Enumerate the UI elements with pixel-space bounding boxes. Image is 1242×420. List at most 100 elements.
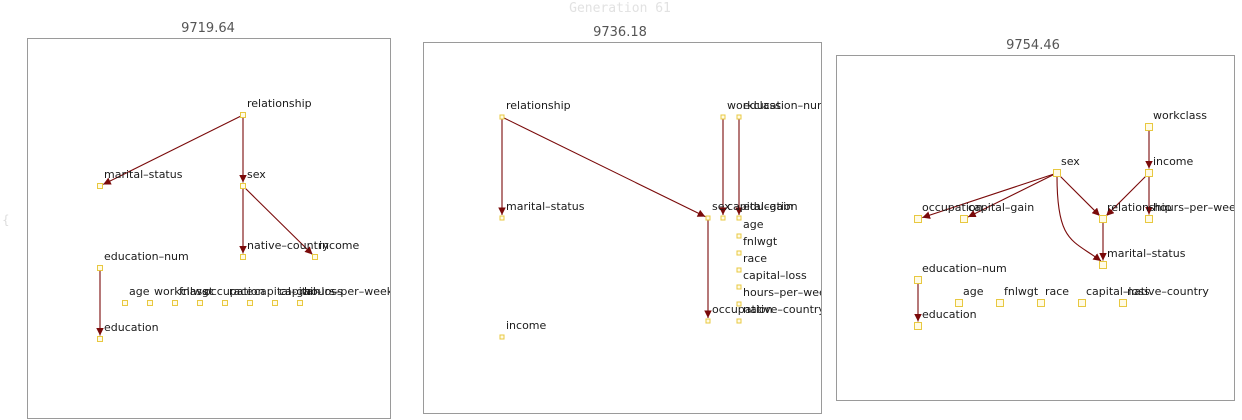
node-label-education-num: education–num xyxy=(104,250,189,263)
node-label-fnlwgt: fnlwgt xyxy=(179,285,214,298)
node-label-education-num: education–num xyxy=(922,262,1007,275)
node-label-hours-per-week: hours–per–week xyxy=(743,286,833,299)
node-label-capital-loss: capital–loss xyxy=(743,269,807,282)
node-label-fnlwgt: fnlwgt xyxy=(743,235,778,248)
node-label-workclass: workclass xyxy=(154,285,208,298)
node-education xyxy=(914,322,922,330)
edge-relationship-to-marital-status xyxy=(102,115,242,185)
node-race xyxy=(1037,299,1045,307)
node-sex xyxy=(240,183,246,189)
node-native-country xyxy=(1119,299,1127,307)
node-label-marital-status: marital–status xyxy=(1107,247,1186,260)
node-capital-gain xyxy=(960,215,968,223)
node-workclass xyxy=(720,114,726,120)
node-label-occupation: occupation xyxy=(712,303,773,316)
node-label-age: age xyxy=(963,285,984,298)
node-marital-status xyxy=(499,215,505,221)
node-label-race: race xyxy=(229,285,253,298)
node-capital-gain xyxy=(247,300,253,306)
edge-sex-to-relationship xyxy=(1059,175,1101,217)
node-label-hours-per-week: hours–per–week xyxy=(1153,201,1242,214)
node-sex xyxy=(705,215,711,221)
node-capital-loss xyxy=(736,284,742,290)
node-income xyxy=(499,334,505,340)
panel-frame xyxy=(27,38,391,419)
node-income xyxy=(1145,169,1153,177)
left-bracket-glyph: { xyxy=(2,213,10,227)
node-occupation xyxy=(914,215,922,223)
node-education-num xyxy=(914,276,922,284)
node-label-capital-gain: capital–gain xyxy=(968,201,1034,214)
node-label-marital-status: marital–status xyxy=(506,200,585,213)
node-age xyxy=(736,233,742,239)
node-fnlwgt xyxy=(172,300,178,306)
node-native-country xyxy=(736,318,742,324)
node-hours-per-week xyxy=(736,301,742,307)
node-marital-status xyxy=(1099,261,1107,269)
node-label-workclass: workclass xyxy=(727,99,781,112)
node-sex xyxy=(1053,169,1061,177)
node-education-num xyxy=(97,265,103,271)
edge-sex-to-capital-gain xyxy=(967,174,1055,218)
node-label-sex: sex xyxy=(1061,155,1080,168)
node-label-native-country: native–country xyxy=(247,239,329,252)
node-label-income: income xyxy=(319,239,360,252)
node-age xyxy=(955,299,963,307)
node-occupation xyxy=(197,300,203,306)
node-race xyxy=(222,300,228,306)
node-label-education: education xyxy=(743,200,798,213)
node-capital-loss xyxy=(272,300,278,306)
node-label-relationship: relationship xyxy=(1107,201,1172,214)
node-hours-per-week xyxy=(297,300,303,306)
node-capital-loss xyxy=(1078,299,1086,307)
node-hours-per-week xyxy=(1145,215,1153,223)
node-label-income: income xyxy=(1153,155,1194,168)
node-capital-gain xyxy=(720,215,726,221)
node-label-capital-gain: capital–gain xyxy=(254,285,320,298)
node-label-hours-per-week: hours–per–week xyxy=(304,285,394,298)
node-fnlwgt xyxy=(996,299,1004,307)
node-label-income: income xyxy=(506,319,547,332)
edge-sex-to-income xyxy=(244,187,313,255)
node-label-capital-loss: capital–loss xyxy=(279,285,343,298)
node-label-native-country: native–country xyxy=(743,303,825,316)
node-label-native-country: native–country xyxy=(1127,285,1209,298)
node-label-relationship: relationship xyxy=(247,97,312,110)
node-relationship xyxy=(240,112,246,118)
node-label-education-num: education–num xyxy=(743,99,828,112)
node-income xyxy=(312,254,318,260)
node-label-workclass: workclass xyxy=(1153,109,1207,122)
node-workclass xyxy=(147,300,153,306)
node-workclass xyxy=(1145,123,1153,131)
node-education-num xyxy=(736,114,742,120)
node-label-marital-status: marital–status xyxy=(104,168,183,181)
node-label-race: race xyxy=(743,252,767,265)
generation-title: Generation 61 xyxy=(569,1,671,16)
panel-score: 9736.18 xyxy=(593,25,647,40)
edge-sex-to-marital-status xyxy=(1056,176,1102,262)
panel-score: 9754.46 xyxy=(1006,38,1060,53)
node-fnlwgt xyxy=(736,250,742,256)
node-label-fnlwgt: fnlwgt xyxy=(1004,285,1039,298)
node-label-sex: sex xyxy=(712,200,731,213)
edge-relationship-to-sex xyxy=(503,117,706,218)
node-race xyxy=(736,267,742,273)
node-education xyxy=(97,336,103,342)
node-label-occupation: occupation xyxy=(204,285,265,298)
node-label-race: race xyxy=(1045,285,1069,298)
node-native-country xyxy=(240,254,246,260)
node-label-age: age xyxy=(129,285,150,298)
node-label-capital-gain: capital–gain xyxy=(727,200,793,213)
node-label-age: age xyxy=(743,218,764,231)
panel-score: 9719.64 xyxy=(181,21,235,36)
node-occupation xyxy=(705,318,711,324)
node-label-education: education xyxy=(104,321,159,334)
node-relationship xyxy=(499,114,505,120)
node-relationship xyxy=(1099,215,1107,223)
node-education xyxy=(736,215,742,221)
panel-frame xyxy=(423,42,822,414)
